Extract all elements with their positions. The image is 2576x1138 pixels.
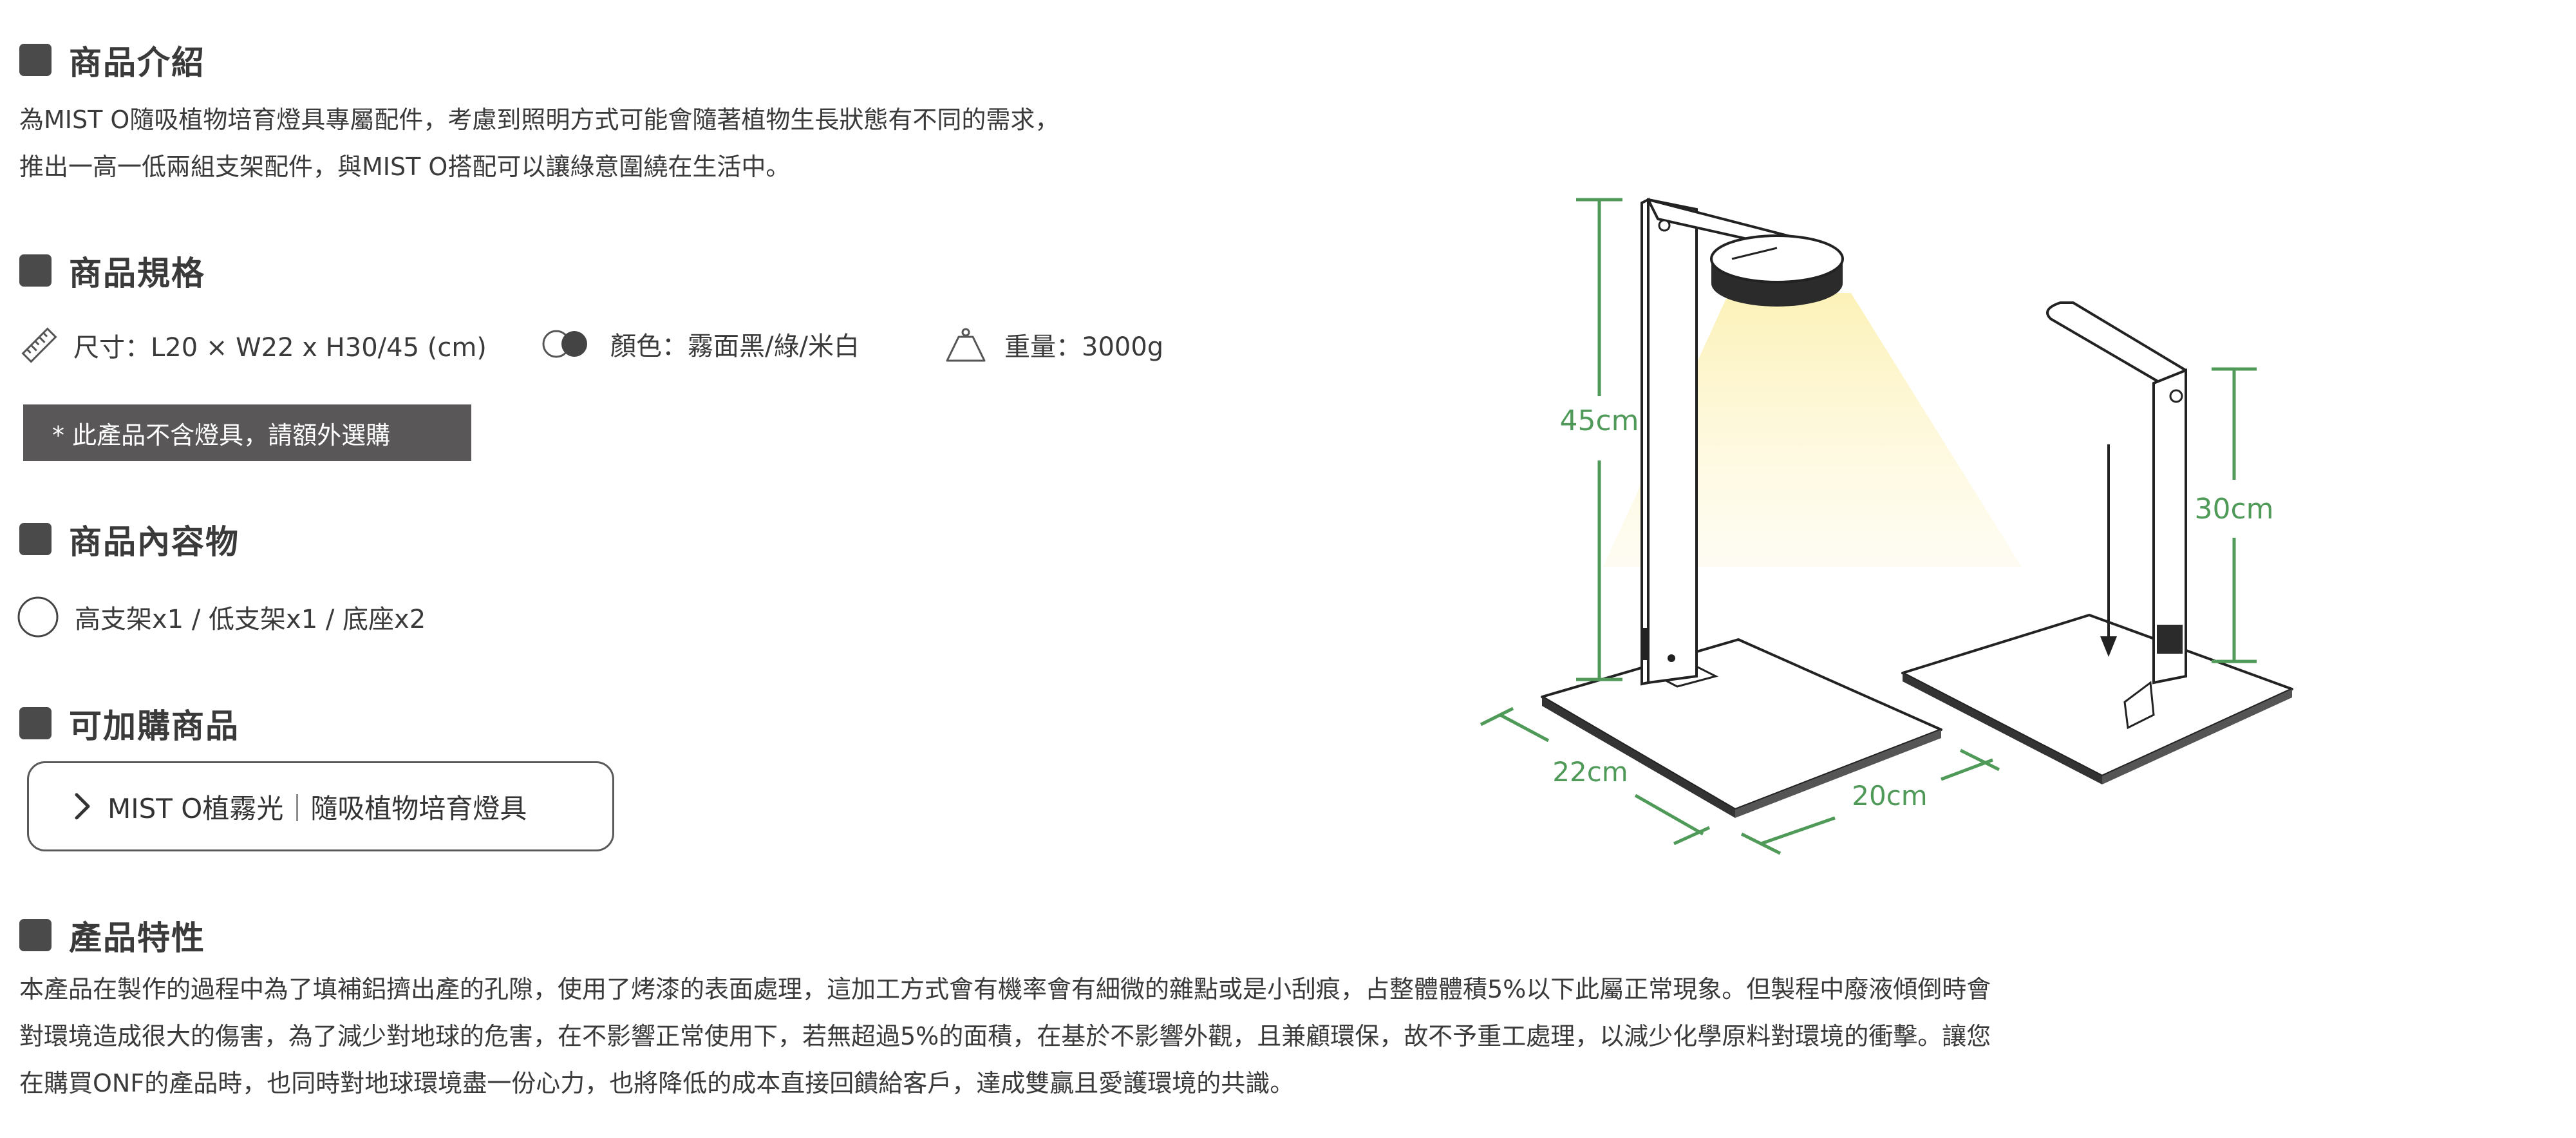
features-line-1: 本產品在製作的過程中為了填補鋁擠出產的孔隙，使用了烤漆的表面處理，這加工方式會有… xyxy=(19,975,1991,1003)
section-heading-features: 產品特性 xyxy=(19,911,205,959)
spec-color: 顏色：霧面黑/綠/米白 xyxy=(541,325,860,363)
product-diagram: 45cm 30cm 22cm 20cm xyxy=(1480,197,2293,855)
features-line-3: 在購買ONF的產品時，也同時對地球環境盡一份心力，也將降低的成本直接回饋給客戶，… xyxy=(19,1069,1295,1097)
weight-icon xyxy=(946,328,986,362)
contents-text: 高支架x1 / 低支架x1 / 底座x2 xyxy=(75,605,426,634)
circle-icon xyxy=(17,596,59,638)
heading-square-icon xyxy=(19,44,52,76)
addon-link-label: MIST O植霧光｜隨吸植物培育燈具 xyxy=(108,792,527,824)
chevron-right-icon xyxy=(75,793,90,820)
color-swatch-icon xyxy=(542,330,587,358)
spec-size: 尺寸：L20 × W22 x H30/45 (cm) xyxy=(19,325,487,365)
addon-product-link[interactable]: MIST O植霧光｜隨吸植物培育燈具 xyxy=(27,761,614,851)
section-heading-contents: 商品內容物 xyxy=(19,515,240,563)
notice-banner: * 此產品不含燈具，請額外選購 xyxy=(23,404,471,461)
intro-line-1: 為MIST O隨吸植物培育燈具專屬配件，考慮到照明方式可能會隨著植物生長狀態有不… xyxy=(19,106,1060,134)
ruler-icon xyxy=(21,327,57,363)
short-stand xyxy=(1901,301,2293,784)
intro-paragraph: 為MIST O隨吸植物培育燈具專屬配件，考慮到照明方式可能會隨著植物生長狀態有不… xyxy=(19,97,1059,191)
tall-stand xyxy=(1541,197,1942,818)
dim-label-length: 20cm xyxy=(1852,780,1927,811)
heading-square-icon xyxy=(19,523,52,555)
heading-square-icon xyxy=(19,707,52,739)
intro-heading: 商品介紹 xyxy=(69,44,206,82)
spec-weight: 重量：3000g xyxy=(943,325,1163,364)
section-heading-intro: 商品介紹 xyxy=(19,36,205,84)
contents-list: 高支架x1 / 低支架x1 / 底座x2 xyxy=(17,596,426,638)
dim-label-height-short: 30cm xyxy=(2194,493,2273,526)
light-beam xyxy=(1603,293,2022,567)
heading-square-icon xyxy=(19,919,52,951)
contents-heading: 商品內容物 xyxy=(69,524,240,562)
features-heading: 產品特性 xyxy=(69,920,206,958)
dim-label-height-tall: 45cm xyxy=(1559,404,1639,437)
size-text: 尺寸：L20 × W22 x H30/45 (cm) xyxy=(73,333,487,363)
section-heading-addon: 可加購商品 xyxy=(19,699,240,747)
notice-text: * 此產品不含燈具，請額外選購 xyxy=(52,421,391,450)
addon-heading: 可加購商品 xyxy=(69,708,240,746)
features-paragraph: 本產品在製作的過程中為了填補鋁擠出產的孔隙，使用了烤漆的表面處理，這加工方式會有… xyxy=(19,966,1991,1107)
dimension-lines xyxy=(1480,198,2257,855)
dim-label-width: 22cm xyxy=(1552,756,1628,788)
weight-text: 重量：3000g xyxy=(1004,332,1164,362)
heading-square-icon xyxy=(19,254,52,287)
color-text: 顏色：霧面黑/綠/米白 xyxy=(610,332,860,361)
features-line-2: 對環境造成很大的傷害，為了減少對地球的危害，在不影響正常使用下，若無超過5%的面… xyxy=(19,1022,1991,1050)
section-heading-specs: 商品規格 xyxy=(19,247,205,294)
intro-line-2: 推出一高一低兩組支架配件，與MIST O搭配可以讓綠意圍繞在生活中。 xyxy=(19,153,791,181)
specs-heading: 商品規格 xyxy=(69,255,206,293)
